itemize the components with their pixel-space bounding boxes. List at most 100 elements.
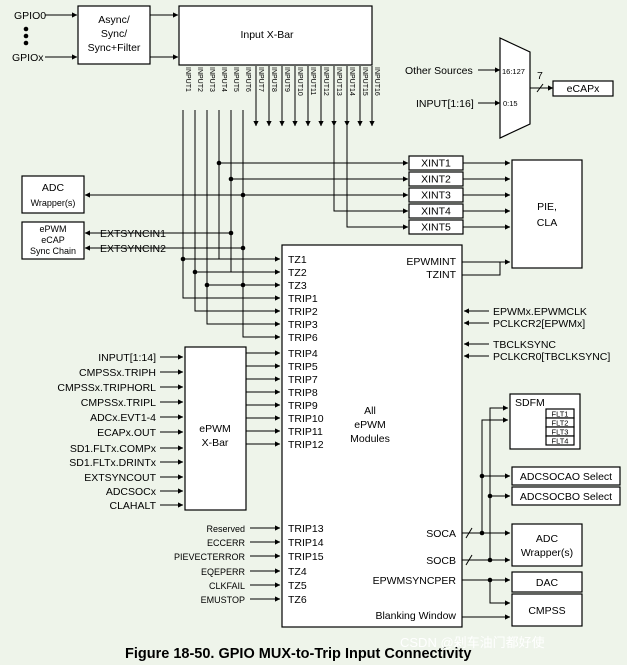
extsyncin1-label: EXTSYNCIN1 [100, 228, 166, 240]
ellipsis-dot [23, 26, 29, 32]
xbar-output-label: INPUT1 [184, 67, 191, 92]
sdfm-title: SDFM [515, 397, 545, 409]
xint-label: XINT3 [421, 190, 451, 202]
junction-dot [240, 282, 246, 288]
epwmsyncper-label: EPWMSYNCPER [373, 575, 457, 587]
epwmsyncper-to-cmpss [489, 580, 511, 606]
tz3-line [242, 248, 281, 288]
xbar-output-label: INPUT8 [270, 67, 277, 92]
bottom-source-label: EMUSTOP [201, 595, 245, 605]
epwm-modules-line3: Modules [350, 433, 390, 445]
sync-line1: Async/ [98, 14, 130, 26]
input-xbar-title: Input X-Bar [240, 29, 294, 41]
watermark: CSDN @剁车油门都好使 [400, 635, 545, 650]
xint-label: XINT2 [421, 174, 451, 186]
junction-dot [479, 530, 485, 536]
junction-dot [240, 192, 246, 198]
epwm-modules-line2: ePWM [354, 419, 386, 431]
xint-label: XINT4 [421, 206, 451, 218]
epwm-trip-label: TRIP11 [288, 426, 323, 438]
adcsocbo-block [511, 486, 621, 506]
input-range-label: INPUT[1:16] [416, 98, 474, 110]
epwmint-label: EPWMINT [406, 256, 456, 268]
input13-to-xint4 [333, 110, 409, 214]
epwm-bottom-label: TZ6 [288, 594, 307, 606]
epwm-xbar-source-label: ECAPx.OUT [97, 427, 157, 439]
cla-label: CLA [537, 217, 557, 229]
bus-slash [465, 527, 473, 539]
pie-cla-block [511, 159, 583, 269]
gpiox-label: GPIOx [12, 52, 44, 64]
input4-to-xint1 [218, 110, 409, 166]
gpio0-label: GPIO0 [14, 10, 46, 22]
adcsocao-label: ADCSOCAO Select [520, 471, 612, 483]
epwm-trip-label: TRIP7 [288, 374, 318, 386]
sdfm-filter-label: FLT2 [552, 419, 569, 428]
junction-dot [487, 577, 493, 583]
input6-to-xint3 [242, 110, 409, 198]
xbar-output-label: INPUT15 [361, 67, 368, 96]
xbar-output-label: INPUT6 [244, 67, 251, 92]
junction-dot [228, 176, 234, 182]
ecap-mux [499, 37, 531, 139]
ecapx-label: eCAPx [567, 83, 600, 95]
clock-input-label: TBCLKSYNC [493, 339, 556, 351]
xbar-output-label: INPUT2 [196, 67, 203, 92]
tzint-label: TZINT [426, 269, 456, 281]
sdfm-filter-label: FLT4 [552, 437, 569, 446]
socb-label: SOCB [426, 555, 456, 567]
epwm-modules-line1: All [364, 405, 376, 417]
clock-input-label: PCLKCR0[TBCLKSYNC] [493, 351, 610, 363]
xint-label: XINT1 [421, 158, 451, 170]
sync-line2: Sync/ [101, 28, 127, 40]
input5-to-xint2 [230, 110, 409, 182]
epwm-xbar-source-label: SD1.FLTx.DRINTx [69, 457, 156, 469]
epwm-trip-label: TRIP9 [288, 400, 318, 412]
junction-dot [487, 557, 493, 563]
xbar-output-label: INPUT10 [296, 67, 303, 96]
epwm-modules-block [281, 244, 463, 628]
input2-to-trip2 [194, 110, 281, 314]
xbar-output-label: INPUT5 [232, 67, 239, 92]
clock-input-label: PCLKCR2[EPWMx] [493, 318, 585, 330]
ellipsis-dot [23, 40, 29, 46]
clock-inputs: EPWMx.EPWMCLKPCLKCR2[EPWMx]TBCLKSYNCPCLK… [463, 306, 610, 363]
cmpss-block [511, 593, 583, 627]
adc-wrapper2-line2: Wrapper(s) [521, 547, 573, 559]
epwm-xbar-source-label: ADCx.EVT1-4 [90, 412, 156, 424]
xbar-output-label: INPUT4 [220, 67, 227, 92]
epwm-input-label: TZ3 [288, 280, 307, 292]
epwm-bottom-label: TZ5 [288, 580, 307, 592]
epwm-trip-label: TRIP4 [288, 348, 318, 360]
extsyncin2-label: EXTSYNCIN2 [100, 243, 166, 255]
dac-block [511, 571, 583, 593]
input1-to-trip1 [182, 110, 281, 301]
epwm-xbar-line1: ePWM [199, 423, 231, 435]
sync-line3: Sync+Filter [88, 42, 141, 54]
xbar-output-label: INPUT7 [257, 67, 264, 92]
adcsocbo-label: ADCSOCBO Select [520, 491, 612, 503]
adc-wrapper2-line1: ADC [536, 533, 559, 545]
epwm-input-label: TRIP3 [288, 319, 318, 331]
bus-slash [536, 83, 544, 93]
sdfm-filter-label: FLT3 [552, 428, 569, 437]
mux-port-high: 16:127 [502, 67, 525, 76]
xint-label: XINT5 [421, 222, 451, 234]
epwm-input-label: TRIP2 [288, 306, 318, 318]
bus-width: 7 [537, 70, 543, 82]
epwm-xbar-line2: X-Bar [202, 437, 229, 449]
trip6-line [242, 285, 281, 340]
bus-slash [465, 554, 473, 566]
bottom-source-label: ECCERR [207, 538, 246, 548]
sync-chain-line2: eCAP [41, 235, 65, 245]
sync-chain-line3: Sync Chain [30, 246, 76, 256]
soca-label: SOCA [426, 528, 456, 540]
epwm-xbar-source-label: SD1.FLTx.COMPx [70, 443, 157, 455]
input3-to-trip3 [206, 110, 281, 327]
epwm-trip-label: TRIP8 [288, 387, 318, 399]
figure-caption: Figure 18-50. GPIO MUX-to-Trip Input Con… [125, 646, 471, 662]
